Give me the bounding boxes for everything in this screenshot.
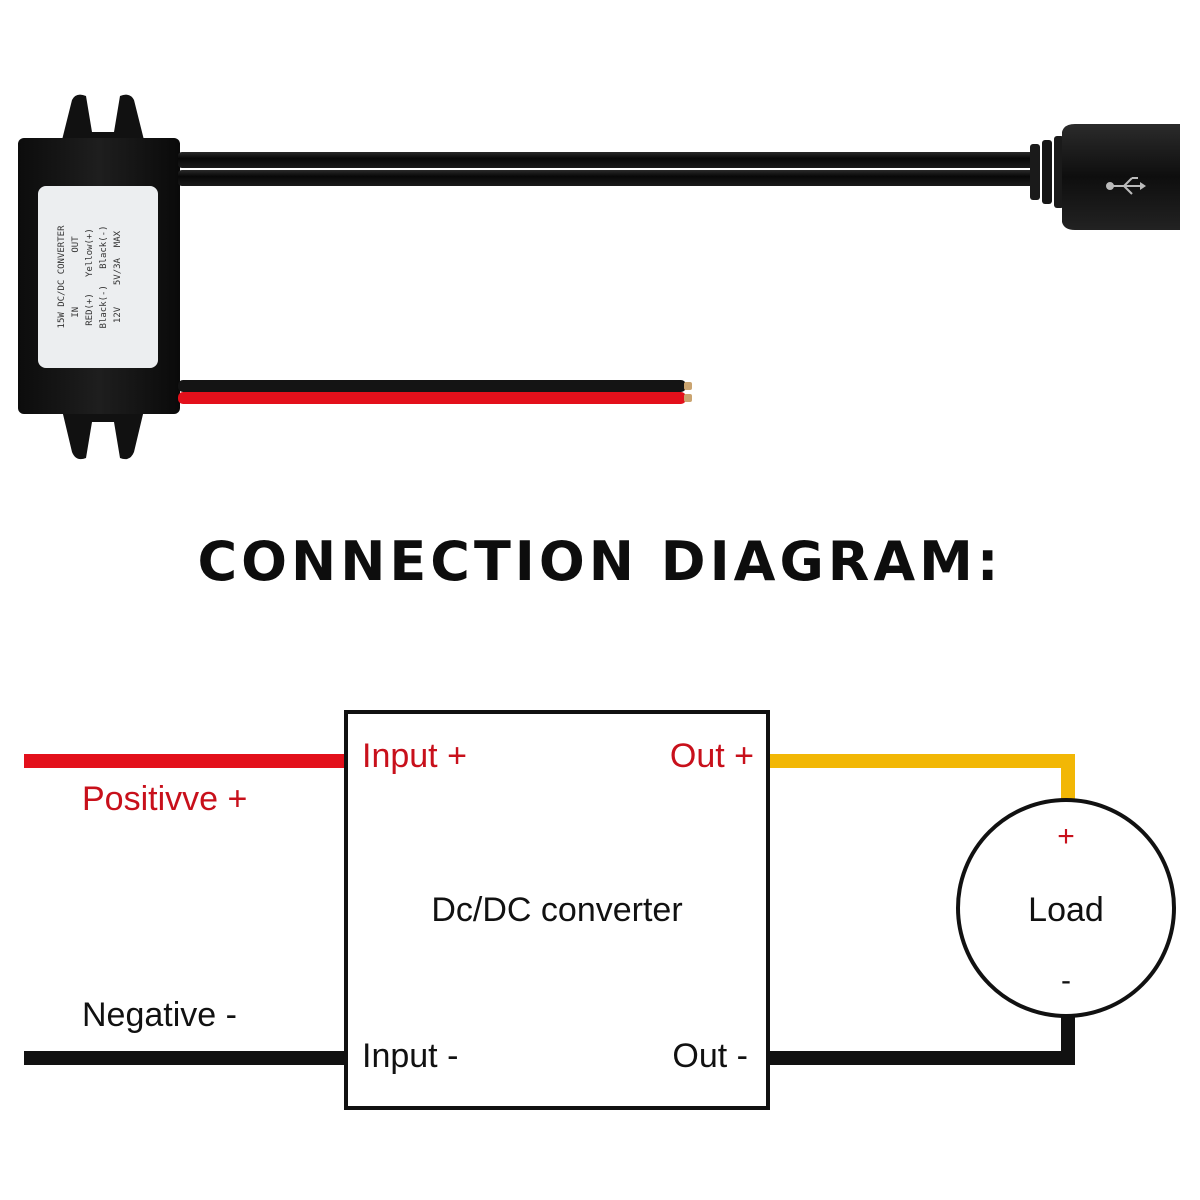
usb-icon [1106, 177, 1146, 195]
converter-sticker [38, 186, 158, 368]
product-illustration: 15W DC/DC CONVERTER IN OUT RED(+) Yellow… [18, 94, 1180, 460]
sticker-line-5: 12V 5V/3A MAX [113, 230, 123, 323]
input-wire-red [178, 392, 686, 404]
positive-label: Positivve + [82, 780, 247, 818]
output-cable-lower [178, 170, 1038, 186]
load-plus-label: + [1057, 820, 1075, 853]
usb-strain-relief [1030, 136, 1064, 208]
output-cable-upper [178, 152, 1038, 168]
input-minus-label: Input - [362, 1037, 458, 1075]
mounting-ear-top [62, 94, 144, 140]
sticker-line-4: Black(-) Black(-) [99, 226, 109, 329]
input-wire-black [178, 380, 686, 392]
sticker-line-1: 15W DC/DC CONVERTER [57, 225, 67, 329]
mounting-ear-bottom [62, 410, 144, 460]
out-plus-label: Out + [670, 737, 754, 775]
sticker-line-2: IN OUT [71, 236, 81, 318]
sticker-text: 15W DC/DC CONVERTER IN OUT RED(+) Yellow… [57, 225, 123, 329]
input-wire-black-tip [684, 382, 692, 390]
load-label: Load [1028, 891, 1104, 929]
out-minus-label: Out - [672, 1037, 748, 1075]
connection-diagram: Input + Out + Input - Out - Dc/DC conver… [24, 710, 1176, 1110]
usb-connector [1062, 124, 1180, 230]
load-circle [956, 798, 1176, 1018]
converter-label: Dc/DC converter [431, 891, 682, 929]
input-wire-red-tip [684, 394, 692, 402]
diagram-title: CONNECTION DIAGRAM: [198, 530, 1003, 593]
converter-box [344, 710, 770, 1110]
input-plus-label: Input + [362, 737, 467, 775]
load-minus-label: - [1061, 964, 1071, 997]
negative-label: Negative - [82, 996, 237, 1034]
output-positive-wire [768, 754, 1075, 800]
output-negative-wire [768, 1016, 1075, 1065]
sticker-line-3: RED(+) Yellow(+) [85, 228, 95, 326]
